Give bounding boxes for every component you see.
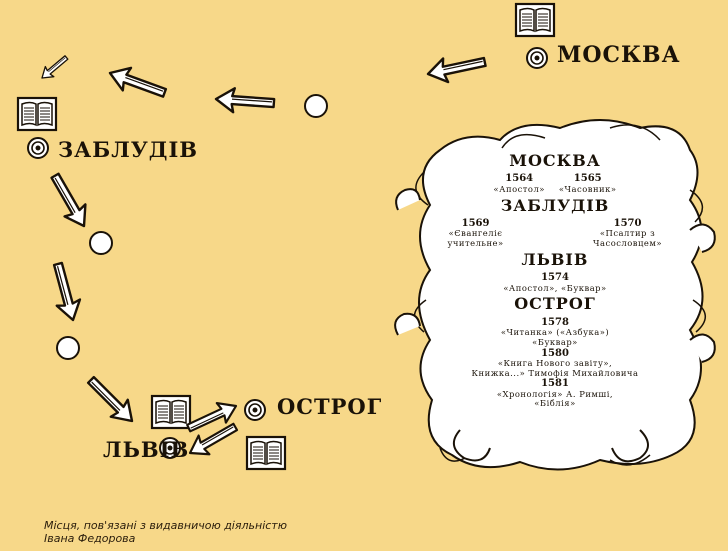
panel-title-zabludiv: ЗАБЛУДІВ (500, 195, 610, 215)
arrow-2 (213, 85, 276, 117)
waypoint-2 (89, 231, 113, 255)
book-icon-ostrog (245, 435, 287, 471)
year-1570: 1570 (613, 217, 642, 229)
book-khronolohiia: «Хронологія» А. Римші, (496, 388, 614, 399)
year-1564: 1564 (505, 173, 534, 185)
year-1580: 1580 (541, 347, 569, 359)
book-novyi-zavit: «Книга Нового завіту», (497, 358, 613, 368)
book-psaltyr: «Псалтир з Часословцем» (593, 228, 662, 249)
city-label-moskva: МОСКВА (557, 42, 681, 68)
panel-moskva-entries: 1564 «Апостол» 1565 «Часовник» (420, 173, 690, 194)
book-bukvar-ostrog: «Буквар» (532, 336, 578, 347)
arrow-5 (43, 168, 96, 234)
book-yevanheliie: «Євангеліє учительне» (447, 228, 504, 249)
book-apostol-moskva: «Апостол» (493, 183, 545, 194)
year-1565: 1565 (573, 173, 602, 185)
year-1581: 1581 (541, 378, 569, 390)
scroll-frame (394, 119, 716, 471)
target-icon-moskva (526, 47, 548, 69)
waypoint-1 (304, 94, 328, 118)
book-icon-lviv (150, 394, 192, 430)
city-label-ostrog: ОСТРОГ (277, 394, 383, 419)
year-1574: 1574 (541, 272, 569, 284)
arrow-4 (37, 51, 72, 84)
book-icon-zabludiv (16, 96, 58, 132)
city-label-lviv: ЛЬВІВ (103, 437, 190, 462)
target-icon-ostrog (244, 399, 266, 421)
panel-zabludiv-entries: 1569 «Євангеліє учительне» 1570 «Псалтир… (420, 218, 690, 249)
book-bibliia: «Біблія» (534, 398, 576, 409)
arrow-6 (45, 259, 86, 325)
panel-title-ostrog: ОСТРОГ (514, 294, 596, 314)
book-chytanka: «Читанка» («Азбука») (500, 327, 610, 338)
arrow-3 (104, 60, 170, 106)
publications-panel: МОСКВА 1564 «Апостол» 1565 «Часовник» ЗА… (420, 150, 690, 409)
books-lviv: «Апостол», «Буквар» (503, 282, 607, 293)
waypoint-3 (56, 336, 80, 360)
panel-title-lviv: ЛЬВІВ (521, 249, 589, 269)
year-1578: 1578 (541, 316, 569, 328)
city-label-zabludiv: ЗАБЛУДІВ (58, 137, 199, 162)
book-icon-moskva (514, 2, 556, 38)
book-chasovnyk: «Часовник» (558, 183, 617, 194)
book-knyzhka: Книжка...» Тимофія Михайловича (471, 367, 639, 378)
arrow-1 (424, 49, 489, 87)
caption: Місця, пов'язані з видавничою діяльністю… (44, 519, 287, 545)
panel-title-moskva: МОСКВА (509, 151, 601, 170)
caption-line-1: Місця, пов'язані з видавничою діяльністю (44, 519, 287, 532)
year-1569: 1569 (461, 217, 490, 229)
caption-line-2: Івана Федорова (44, 532, 136, 546)
arrow-7 (81, 370, 142, 431)
target-icon-zabludiv (27, 137, 49, 159)
